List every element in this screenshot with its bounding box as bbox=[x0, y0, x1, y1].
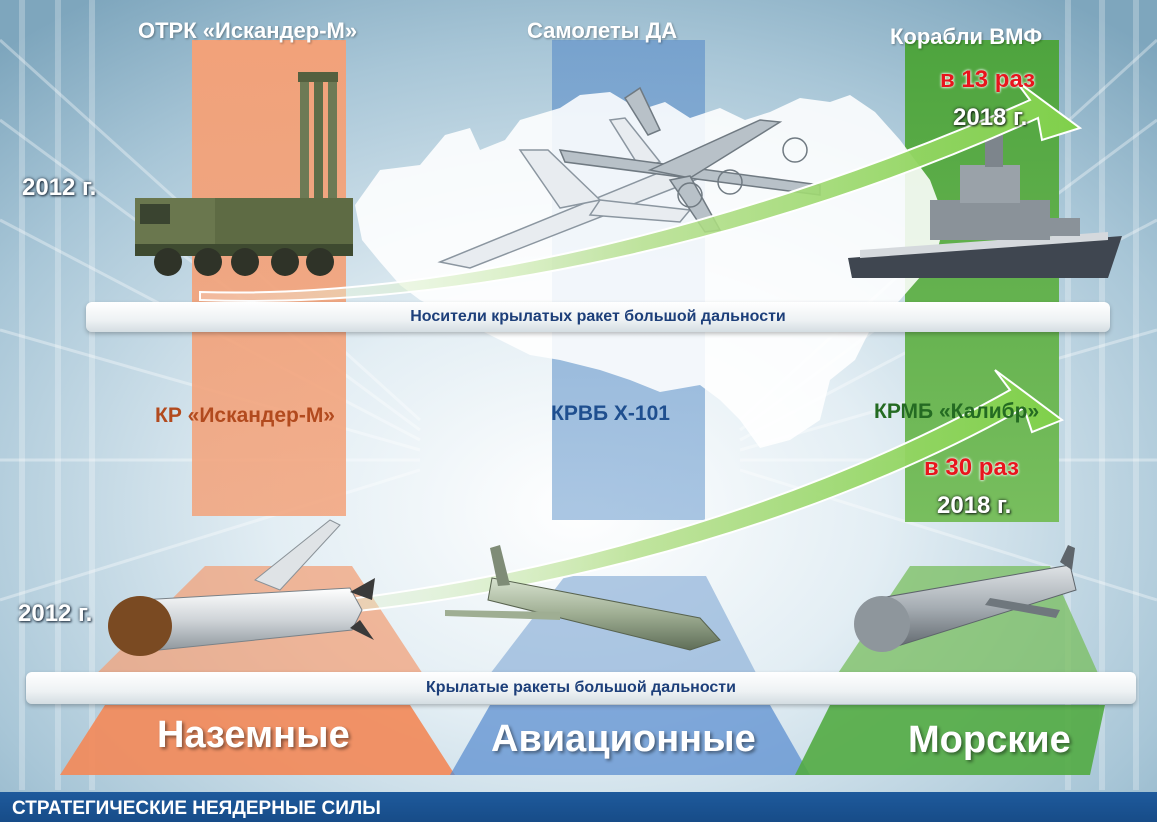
warship bbox=[848, 135, 1122, 278]
sea-missile-label: КРМБ «Калибр» bbox=[874, 400, 1040, 423]
bomber-aircraft bbox=[437, 117, 706, 269]
kalibr-missile bbox=[854, 545, 1077, 652]
ground-carrier-label: ОТРК «Искандер-М» bbox=[138, 18, 358, 43]
carriers-growth-factor: в 13 раз bbox=[940, 66, 1036, 93]
category-band-sea bbox=[795, 705, 1105, 775]
missiles-end-year: 2018 г. bbox=[937, 492, 1012, 519]
carriers-shelf: Носители крылатых ракет большой дальност… bbox=[86, 302, 1110, 332]
sea-carrier-label: Корабли ВМФ bbox=[890, 24, 1043, 49]
missiles-shelf: Крылатые ракеты большой дальности bbox=[26, 672, 1136, 704]
category-band-ground bbox=[60, 705, 455, 775]
ground-missile-label: КР «Искандер-М» bbox=[155, 404, 335, 427]
x101-missile bbox=[445, 545, 721, 651]
carriers-growth-arrow bbox=[199, 79, 1083, 302]
map-silhouette bbox=[355, 92, 945, 448]
footer-bar: СТРАТЕГИЧЕСКИЕ НЕЯДЕРНЫЕ СИЛЫ bbox=[0, 792, 1157, 822]
missiles-shelf-label: Крылатые ракеты большой дальности bbox=[426, 679, 736, 696]
category-band-air bbox=[450, 705, 810, 775]
category-ground: Наземные bbox=[157, 714, 350, 756]
carriers-end-year: 2018 г. bbox=[953, 104, 1028, 131]
missiles-start-year: 2012 г. bbox=[18, 600, 93, 627]
missiles-growth-factor: в 30 раз bbox=[924, 454, 1020, 481]
air-carrier-label: Самолеты ДА bbox=[527, 18, 678, 43]
footer-title: СТРАТЕГИЧЕСКИЕ НЕЯДЕРНЫЕ СИЛЫ bbox=[12, 798, 381, 819]
carriers-start-year: 2012 г. bbox=[22, 174, 97, 201]
iskander-missile bbox=[108, 519, 375, 656]
carriers-shelf-label: Носители крылатых ракет большой дальност… bbox=[410, 308, 786, 325]
launcher-vehicle bbox=[135, 72, 353, 276]
category-sea: Морские bbox=[908, 719, 1071, 761]
category-air: Авиационные bbox=[491, 718, 756, 760]
air-missile-label: КРВБ Х-101 bbox=[551, 402, 670, 425]
